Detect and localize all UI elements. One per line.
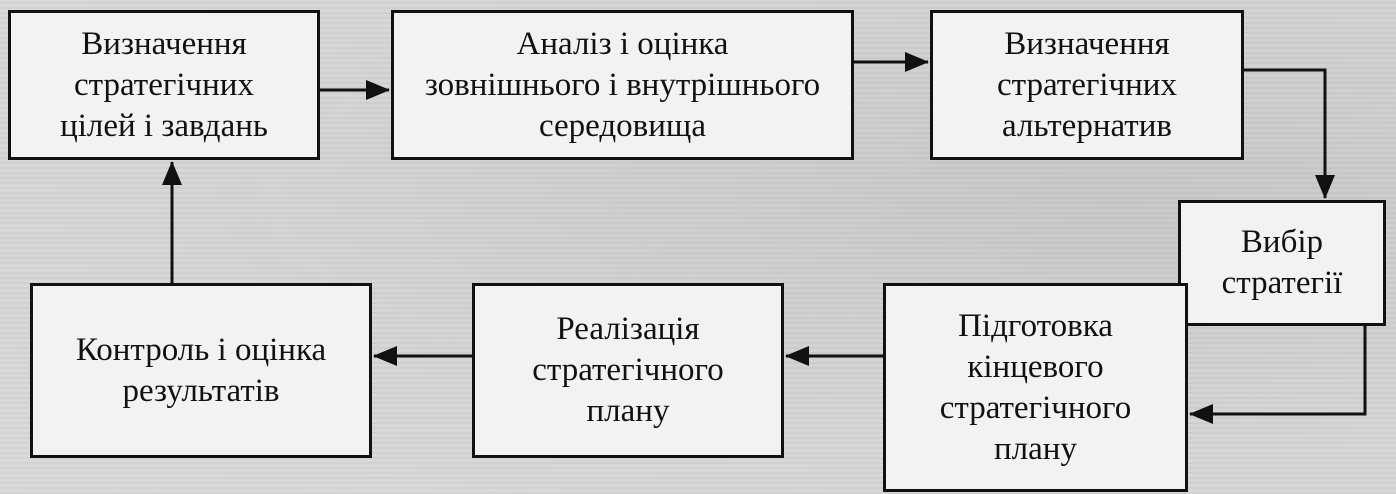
node-line: стратегії — [1221, 265, 1343, 301]
node-line: стратегічного — [939, 389, 1132, 426]
node-line: Визначення — [81, 25, 247, 62]
node-line: Аналіз і оцінка — [516, 25, 729, 62]
node-line: Підготовка — [958, 307, 1113, 344]
node-line: цілей і завдань — [60, 107, 268, 144]
edge-choice-to-preparation — [1189, 326, 1367, 424]
node-line: плану — [994, 430, 1077, 467]
node-line: стратегічних — [997, 66, 1177, 103]
node-line: зовнішнього і внутрішнього — [424, 66, 821, 103]
edge-alternatives-to-choice — [1244, 68, 1335, 199]
node-line: середовища — [538, 107, 706, 144]
node-plan-implementation: Реалізація стратегічного плану — [472, 283, 784, 458]
node-line: стратегічних — [74, 66, 254, 103]
node-line: плану — [586, 393, 670, 429]
node-line: Вибір — [1240, 224, 1324, 260]
node-strategic-alternatives: Визначення стратегічних альтернатив — [930, 10, 1244, 160]
node-final-plan-preparation: Підготовка кінцевого стратегічного плану — [883, 283, 1188, 492]
node-line: Контроль і оцінка — [75, 331, 327, 368]
node-line: результатів — [122, 372, 280, 409]
node-line: стратегічного — [532, 352, 724, 388]
node-strategic-goals: Визначення стратегічних цілей і завдань — [8, 10, 320, 160]
node-environment-analysis: Аналіз і оцінка зовнішнього і внутрішньо… — [391, 10, 854, 160]
node-control-evaluation: Контроль і оцінка результатів — [30, 283, 372, 458]
node-line: Визначення — [1004, 25, 1170, 62]
node-line: альтернатив — [1002, 107, 1172, 144]
node-line: Реалізація — [556, 311, 700, 347]
node-line: кінцевого — [967, 348, 1104, 385]
node-strategy-choice: Вибір стратегії — [1178, 200, 1386, 326]
